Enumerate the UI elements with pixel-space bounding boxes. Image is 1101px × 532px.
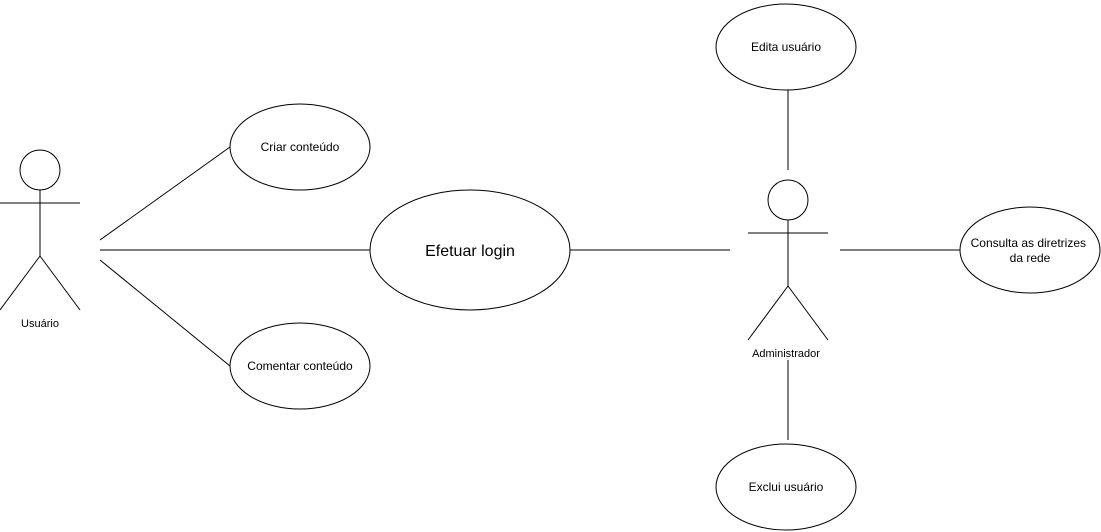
actor-usuario-label: Usuário	[21, 318, 59, 330]
use-case-efetuar-login	[369, 189, 571, 311]
association-usuario-criar-conteudo	[99, 146, 231, 241]
association-usuario-comentar-conteudo	[99, 259, 231, 367]
use-case-exclui-usuario	[715, 443, 857, 531]
use-case-efetuar-login-label: Efetuar login	[425, 243, 515, 260]
use-case-criar-conteudo	[229, 103, 371, 191]
use-case-comentar-conteudo-label: Comentar conteúdo	[247, 359, 353, 373]
use-case-exclui-usuario-label: Exclui usuário	[749, 480, 824, 494]
actor-administrador-label: Administrador	[752, 348, 820, 360]
use-case-consulta-diretrizes-label: Consulta as diretrizes da rede	[971, 236, 1090, 265]
actor-administrador	[747, 179, 829, 341]
actor-usuario-head	[19, 149, 61, 191]
use-case-consulta-diretrizes-line1: Consulta as diretrizes	[971, 236, 1086, 250]
use-case-criar-conteudo-label: Criar conteúdo	[261, 140, 340, 154]
actor-usuario	[0, 149, 81, 311]
actor-administrador-head	[767, 179, 809, 221]
use-case-edita-usuario-label: Edita usuário	[751, 40, 821, 54]
use-case-consulta-diretrizes-line2: da rede	[1010, 251, 1051, 265]
use-case-edita-usuario	[715, 3, 857, 91]
use-case-consulta-diretrizes	[959, 206, 1101, 294]
use-case-comentar-conteudo	[229, 322, 371, 410]
